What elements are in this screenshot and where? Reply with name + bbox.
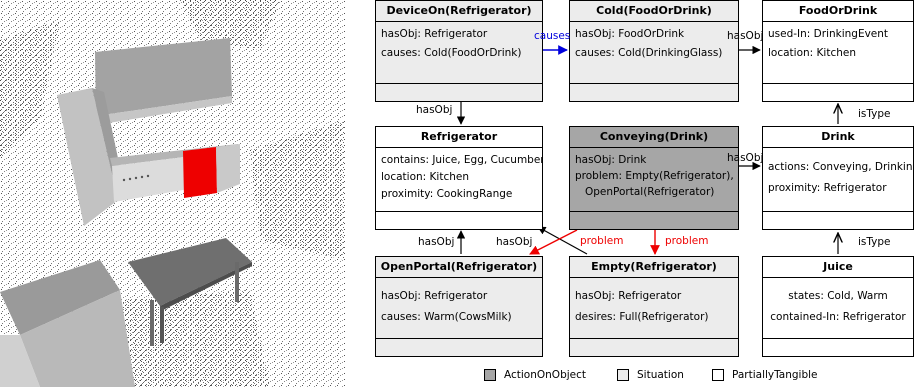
counter-right-unit <box>216 144 240 193</box>
node-foodordrink: FoodOrDrink used-In: DrinkingEvent locat… <box>762 0 914 102</box>
node-footer <box>570 211 738 229</box>
table-leg <box>235 262 239 302</box>
node-attribute: contained-In: Refrigerator <box>770 311 906 323</box>
legend-swatch-action <box>484 369 496 381</box>
legend-item-tangible: PartiallyTangible <box>712 367 818 383</box>
node-conveying-drink: Conveying(Drink) hasObj: Drink problem: … <box>569 126 739 230</box>
node-title: DeviceOn(Refrigerator) <box>376 1 542 22</box>
node-attribute: hasObj: FoodOrDrink <box>575 28 685 40</box>
point-cloud-dense <box>250 120 345 260</box>
table-leg <box>150 300 154 346</box>
point-cloud-dense <box>110 290 270 387</box>
node-footer <box>376 211 542 229</box>
node-attributes: actions: Conveying, Drinking proximity: … <box>763 148 913 199</box>
node-openportal-refrigerator: OpenPortal(Refrigerator) hasObj: Refrige… <box>375 256 543 357</box>
tall-cabinet <box>57 88 118 226</box>
node-attributes: used-In: DrinkingEvent location: Kitchen <box>763 22 913 63</box>
node-footer <box>570 83 738 101</box>
node-attribute: states: Cold, Warm <box>788 290 888 302</box>
node-attribute: hasObj: Drink <box>575 154 647 166</box>
bench-side <box>20 290 135 387</box>
edge-label-istype: isType <box>858 236 891 248</box>
edge-label-hasobj: hasObj <box>496 236 533 248</box>
node-attribute: proximity: CookingRange <box>381 188 513 200</box>
node-attribute: causes: Cold(FoodOrDrink) <box>381 47 522 59</box>
node-attributes: hasObj: Refrigerator desires: Full(Refri… <box>570 278 738 328</box>
legend-item-situation: Situation <box>617 367 684 383</box>
legend-label-situation: Situation <box>637 369 684 381</box>
node-refrigerator: Refrigerator contains: Juice, Egg, Cucum… <box>375 126 543 230</box>
legend-item-action: ActionOnObject <box>484 367 586 383</box>
node-title: Conveying(Drink) <box>570 127 738 148</box>
node-title: Empty(Refrigerator) <box>570 257 738 278</box>
upper-cabinet <box>95 38 232 116</box>
edge-label-problem: problem <box>580 235 624 247</box>
upper-cabinet-face <box>96 96 232 125</box>
node-attribute: actions: Conveying, Drinking <box>768 161 913 173</box>
point-cloud-dense <box>180 0 280 50</box>
node-cold-foodordrink: Cold(FoodOrDrink) hasObj: FoodOrDrink ca… <box>569 0 739 102</box>
node-attributes: states: Cold, Warm contained-In: Refrige… <box>763 278 913 328</box>
node-attributes: hasObj: Refrigerator causes: Cold(FoodOr… <box>376 22 542 63</box>
edge-label-problem: problem <box>665 235 709 247</box>
oven-knobs <box>122 174 150 182</box>
node-attribute: hasObj: Refrigerator <box>381 290 488 302</box>
edge-label-hasobj: hasObj <box>727 152 764 164</box>
bench-front <box>0 260 120 335</box>
table-top <box>128 238 252 306</box>
node-attribute: location: Kitchen <box>768 47 856 59</box>
legend-swatch-tangible <box>712 369 724 381</box>
node-attribute: problem: Empty(Refrigerator), <box>575 170 734 182</box>
node-attribute: causes: Cold(DrinkingGlass) <box>575 47 723 59</box>
kitchen-scene-render <box>0 0 345 387</box>
node-attributes: hasObj: Refrigerator causes: Warm(CowsMi… <box>376 278 542 328</box>
node-title: FoodOrDrink <box>763 1 913 22</box>
legend-swatch-situation <box>617 369 629 381</box>
table-edge <box>160 262 252 311</box>
legend-label-action: ActionOnObject <box>504 369 587 381</box>
edge-label-hasobj: hasObj <box>727 30 764 42</box>
node-attribute: causes: Warm(CowsMilk) <box>381 311 512 323</box>
node-attributes: hasObj: FoodOrDrink causes: Cold(Drinkin… <box>570 22 738 63</box>
refrigerator-highlight <box>183 147 217 198</box>
node-attribute: used-In: DrinkingEvent <box>768 28 889 40</box>
node-drink: Drink actions: Conveying, Drinking proxi… <box>762 126 914 230</box>
node-footer <box>376 338 542 356</box>
node-attribute: desires: Full(Refrigerator) <box>575 311 709 323</box>
edge-label-hasobj: hasObj <box>418 236 455 248</box>
node-deviceon-refrigerator: DeviceOn(Refrigerator) hasObj: Refrigera… <box>375 0 543 102</box>
node-title: OpenPortal(Refrigerator) <box>376 257 542 278</box>
node-attribute: proximity: Refrigerator <box>768 182 887 194</box>
node-attributes: contains: Juice, Egg, Cucumber location:… <box>376 148 542 203</box>
table-leg <box>160 307 164 343</box>
edge-label-hasobj: hasObj <box>416 104 453 116</box>
node-title: Cold(FoodOrDrink) <box>570 1 738 22</box>
node-attribute: contains: Juice, Egg, Cucumber <box>381 154 542 166</box>
point-cloud-dense <box>0 20 60 160</box>
node-attribute: OpenPortal(Refrigerator) <box>585 186 715 198</box>
node-attribute: hasObj: Refrigerator <box>381 28 488 40</box>
node-footer <box>570 338 738 356</box>
node-footer <box>763 338 913 356</box>
node-attribute: location: Kitchen <box>381 171 469 183</box>
node-attributes: hasObj: Drink problem: Empty(Refrigerato… <box>570 148 738 200</box>
bench-lower <box>0 335 40 387</box>
edge-label-causes: causes <box>534 30 571 42</box>
node-footer <box>763 211 913 229</box>
node-attribute: hasObj: Refrigerator <box>575 290 682 302</box>
node-title: Refrigerator <box>376 127 542 148</box>
node-empty-refrigerator: Empty(Refrigerator) hasObj: Refrigerator… <box>569 256 739 357</box>
edge-label-istype: isType <box>858 108 891 120</box>
legend-label-tangible: PartiallyTangible <box>732 369 818 381</box>
node-title: Drink <box>763 127 913 148</box>
edge-problem-open <box>529 229 578 255</box>
node-footer <box>763 83 913 101</box>
node-title: Juice <box>763 257 913 278</box>
node-juice: Juice states: Cold, Warm contained-In: R… <box>762 256 914 357</box>
node-footer <box>376 83 542 101</box>
